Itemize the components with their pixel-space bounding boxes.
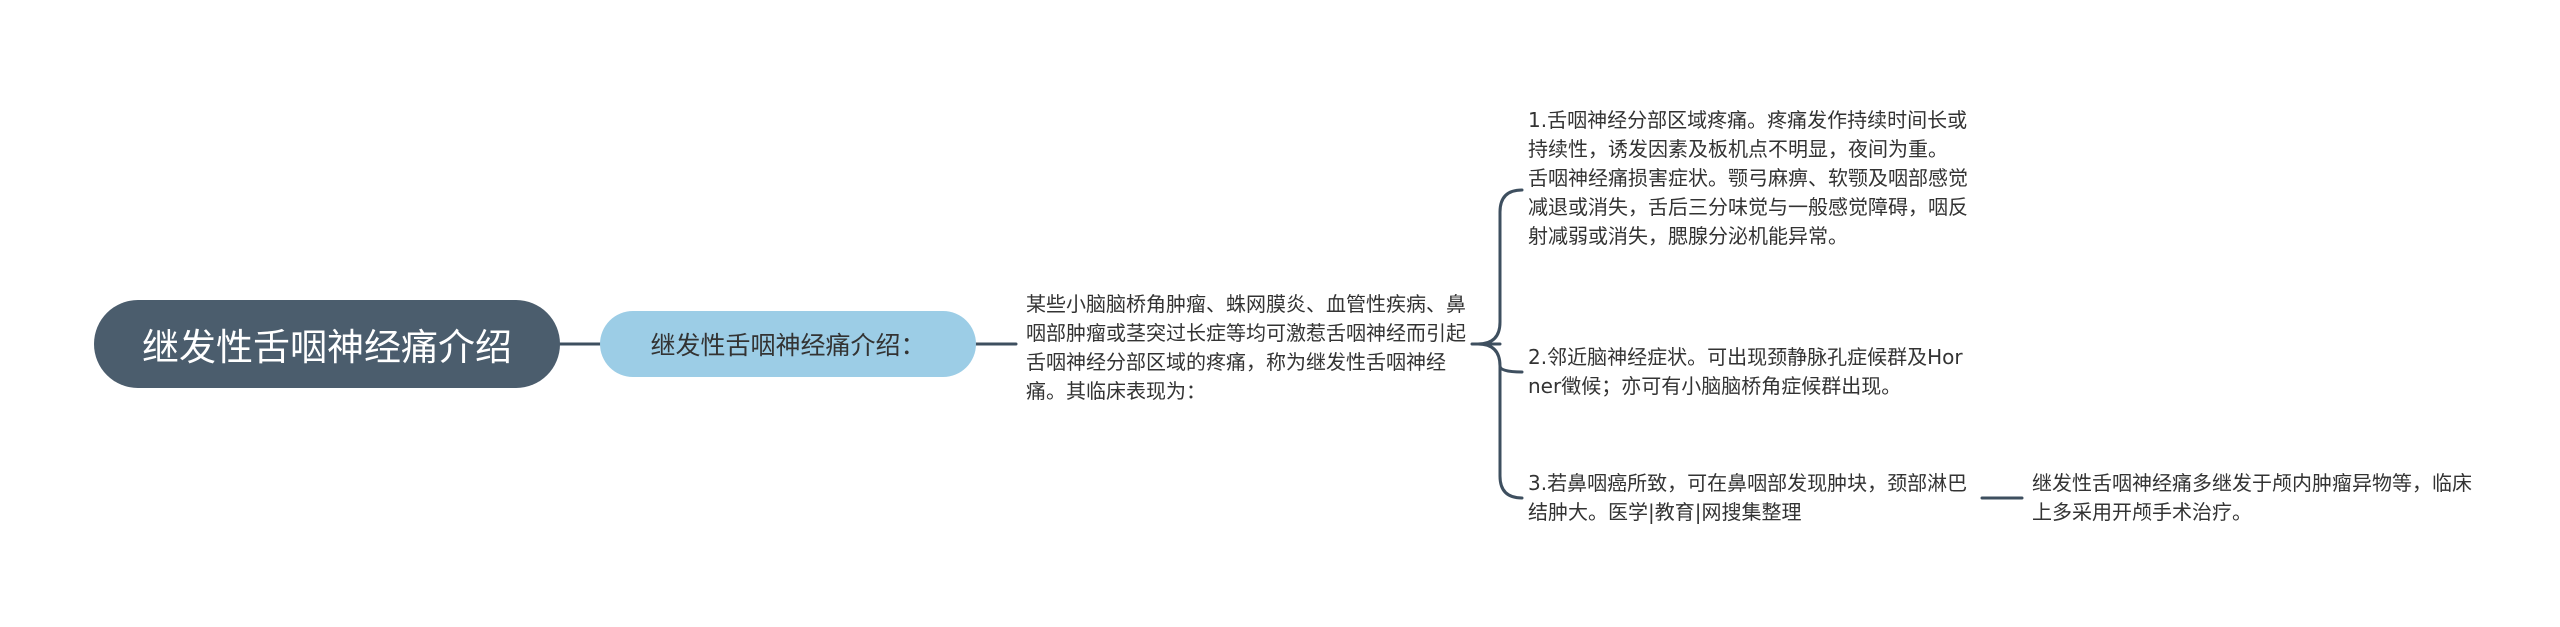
connector-bracket-to-symptom-1 [1477,188,1524,500]
root-topic[interactable]: 继发性舌咽神经痛介绍 [94,300,560,388]
symptom-node-1[interactable]: 1.舌咽神经分部区域疼痛。疼痛发作持续时间长或持续性，诱发因素及板机点不明显，夜… [1528,108,1968,248]
treatment-node[interactable]: 继发性舌咽神经痛多继发于颅内肿瘤异物等，临床上多采用开颅手术治疗。 [2032,471,2472,524]
description-node[interactable]: 某些小脑脑桥角肿瘤、蛛网膜炎、血管性疾病、鼻咽部肿瘤或茎突过长症等均可激惹舌咽神… [1026,292,1466,403]
main-topic[interactable]: 继发性舌咽神经痛介绍： [600,311,976,377]
symptom-node-2[interactable]: 2.邻近脑神经症状。可出现颈静脉孔症候群及Horner徵候；亦可有小脑脑桥角症候… [1528,345,1963,398]
symptom-node-3[interactable]: 3.若鼻咽癌所致，可在鼻咽部发现肿块，颈部淋巴结肿大。医学|教育|网搜集整理 [1528,471,1968,524]
main-topic-label: 继发性舌咽神经痛介绍： [650,331,926,360]
root-topic-label: 继发性舌咽神经痛介绍 [142,326,512,369]
